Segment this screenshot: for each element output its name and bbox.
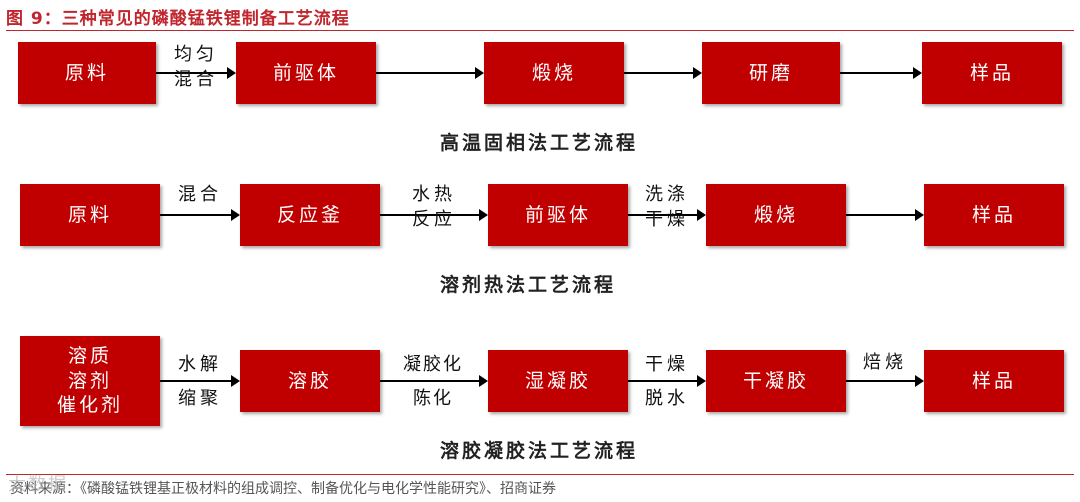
figure-title: 图 9：三种常见的磷酸锰铁锂制备工艺流程 <box>6 9 350 29</box>
flow2-node-autoclave: 反应釜 <box>240 184 380 246</box>
flow3-node-sample: 样品 <box>924 350 1064 412</box>
flow2-arrow-3 <box>628 209 706 221</box>
flow3-arrow-4 <box>846 375 924 387</box>
flow1-arrow-4 <box>840 67 922 79</box>
flow3-arrow-1 <box>160 375 240 387</box>
flow2-arrow-2 <box>380 209 488 221</box>
flow3-arrow-3 <box>628 375 706 387</box>
footer-divider <box>6 474 1074 475</box>
flow1-arrow-2 <box>376 67 484 79</box>
flow2-arrow-3-label: 洗涤 干燥 <box>645 184 689 231</box>
flow1-node-raw-material: 原料 <box>18 42 156 104</box>
flow1-node-precursor: 前驱体 <box>236 42 376 104</box>
flow3-node-wet-gel: 湿凝胶 <box>488 350 628 412</box>
flow3-arrow-3-label: 干燥 脱水 <box>645 354 689 410</box>
flow2-node-sample: 样品 <box>924 184 1064 246</box>
flow2-arrow-2-label: 水热 反应 <box>412 184 456 231</box>
flow2-arrow-4 <box>846 209 924 221</box>
title-divider <box>6 30 1074 31</box>
flow3-node-dry-gel: 干凝胶 <box>706 350 846 412</box>
flow3-caption: 溶胶凝胶法工艺流程 <box>440 440 639 462</box>
flow3-arrow-1-label: 水解 缩聚 <box>178 354 222 410</box>
flow2-caption: 溶剂热法工艺流程 <box>440 274 617 296</box>
flow1-node-grinding: 研磨 <box>702 42 840 104</box>
flow1-node-sample: 样品 <box>922 42 1062 104</box>
flow3-node-solute-solvent-catalyst: 溶质 溶剂 催化剂 <box>20 336 160 426</box>
flow2-node-calcination: 煅烧 <box>706 184 846 246</box>
flow1-arrow-3 <box>624 67 702 79</box>
flow1-arrow-1-label: 均匀 混合 <box>174 44 218 91</box>
flow2-node-raw-material: 原料 <box>20 184 160 246</box>
flow2-arrow-1 <box>160 209 240 221</box>
flow2-arrow-1-label: 混合 <box>178 184 222 205</box>
flow3-node-sol: 溶胶 <box>240 350 380 412</box>
flow2-node-precursor: 前驱体 <box>488 184 628 246</box>
flow1-caption: 高温固相法工艺流程 <box>440 132 639 154</box>
flow3-arrow-2-label: 凝胶化 陈化 <box>403 354 463 410</box>
flow3-arrow-2 <box>380 375 488 387</box>
flow3-arrow-4-label: 焙烧 <box>863 352 907 373</box>
flow1-node-calcination: 煅烧 <box>484 42 624 104</box>
watermark: 大数据 <box>8 474 68 495</box>
flow1-arrow-1 <box>156 67 236 79</box>
source-note: 资料来源：《磷酸锰铁锂基正极材料的组成调控、制备优化与电化学性能研究》、招商证券 <box>10 481 556 497</box>
